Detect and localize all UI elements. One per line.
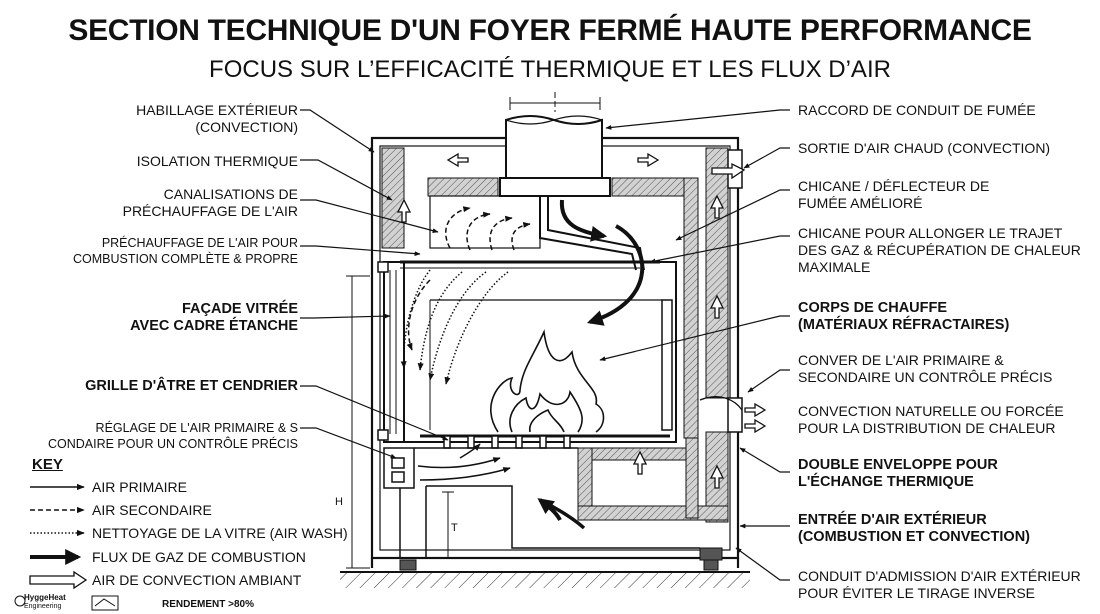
outer-casing — [370, 136, 740, 568]
key-item-primary-air: AIR PRIMAIRE — [92, 479, 187, 495]
label-outer-casing: HABILLAGE EXTÉRIEUR (CONVECTION) — [136, 102, 298, 135]
label-gas-path-baffle: CHICANE POUR ALLONGER LE TRAJET DES GAZ … — [798, 225, 1081, 275]
smoke-baffle — [429, 195, 645, 271]
dimension-lines — [346, 275, 454, 569]
label-thermal-insulation: ISOLATION THERMIQUE — [136, 153, 298, 169]
label-heat-body: CORPS DE CHAUFFE (MATÉRIAUX RÉFRACTAIRES… — [798, 300, 1010, 333]
grate-bars — [420, 434, 670, 449]
air-wash-arrows — [400, 269, 509, 385]
key-line-convection — [29, 570, 88, 590]
key-item-convection-air: AIR DE CONVECTION AMBIANT — [92, 572, 302, 588]
label-air-control: RÉGLAGE DE L'AIR PRIMAIRE & S CONDAIRE P… — [47, 421, 298, 451]
glass-door — [377, 261, 405, 443]
brand-name: HyggeHeat — [24, 593, 66, 602]
brand-sub: Engineering — [24, 603, 62, 610]
label-grate: GRILLE D'ÂTRE ET CENDRIER — [85, 378, 298, 394]
label-outside-air-inlet: ENTRÉE D'AIR EXTÉRIEUR (COMBUSTION ET CO… — [798, 512, 1030, 545]
brand-logo — [14, 595, 119, 611]
convection-air-arrows — [396, 152, 767, 489]
leader-lines — [300, 109, 790, 581]
combustion-gas-arrows — [537, 199, 645, 530]
label-double-jacket: DOUBLE ENVELOPPE POUR L'ÉCHANGE THERMIQU… — [798, 457, 998, 490]
ash-pan-and-base — [383, 447, 700, 558]
label-air-convert: CONVER DE L'AIR PRIMAIRE & SECONDAIRE UN… — [798, 352, 1053, 385]
dimension-height-label: H — [335, 496, 343, 508]
key-item-combustion-gas: FLUX DE GAZ DE COMBUSTION — [92, 549, 306, 565]
label-intake-duct: CONDUIT D'ADMISSION D'AIR EXTÉRIEUR POUR… — [798, 568, 1081, 601]
label-preheat-air: PRÉCHAUFFAGE DE L'AIR POUR COMBUSTION CO… — [72, 236, 298, 266]
key-title: KEY — [32, 456, 63, 473]
label-flue-collar: RACCORD DE CONDUIT DE FUMÉE — [798, 102, 1036, 118]
stove-feet — [399, 547, 723, 571]
flue-collar — [499, 92, 611, 197]
label-hot-air-outlet: SORTIE D'AIR CHAUD (CONVECTION) — [798, 140, 1051, 156]
label-baffle: CHICANE / DÉFLECTEUR DE FUMÉE AMÉLIORÉ — [798, 178, 990, 211]
label-preheat-channels: CANALISATIONS DE PRÉCHAUFFAGE DE L'AIR — [122, 186, 298, 219]
diagram-subtitle: FOCUS SUR L’EFFICACITÉ THERMIQUE ET LES … — [209, 56, 891, 83]
efficiency-rating: RENDEMENT >80% — [162, 599, 254, 610]
secondary-air-arrows — [406, 206, 531, 351]
label-convection-distribution: CONVECTION NATURELLE OU FORCÉE POUR LA D… — [798, 403, 1064, 436]
dimension-base-label: T — [451, 522, 458, 534]
key-item-secondary-air: AIR SECONDAIRE — [92, 502, 212, 518]
floor — [340, 571, 750, 588]
thermal-insulation — [381, 147, 729, 523]
key-line-samples — [29, 483, 88, 590]
fire-flame — [490, 329, 605, 433]
primary-air-arrows — [417, 443, 511, 481]
key-item-air-wash: NETTOYAGE DE LA VITRE (AIR WASH) — [92, 525, 348, 541]
label-glass-door: FAÇADE VITRÉE AVEC CADRE ÉTANCHE — [130, 301, 298, 334]
diagram-title: SECTION TECHNIQUE D'UN FOYER FERMÉ HAUTE… — [68, 14, 1032, 47]
